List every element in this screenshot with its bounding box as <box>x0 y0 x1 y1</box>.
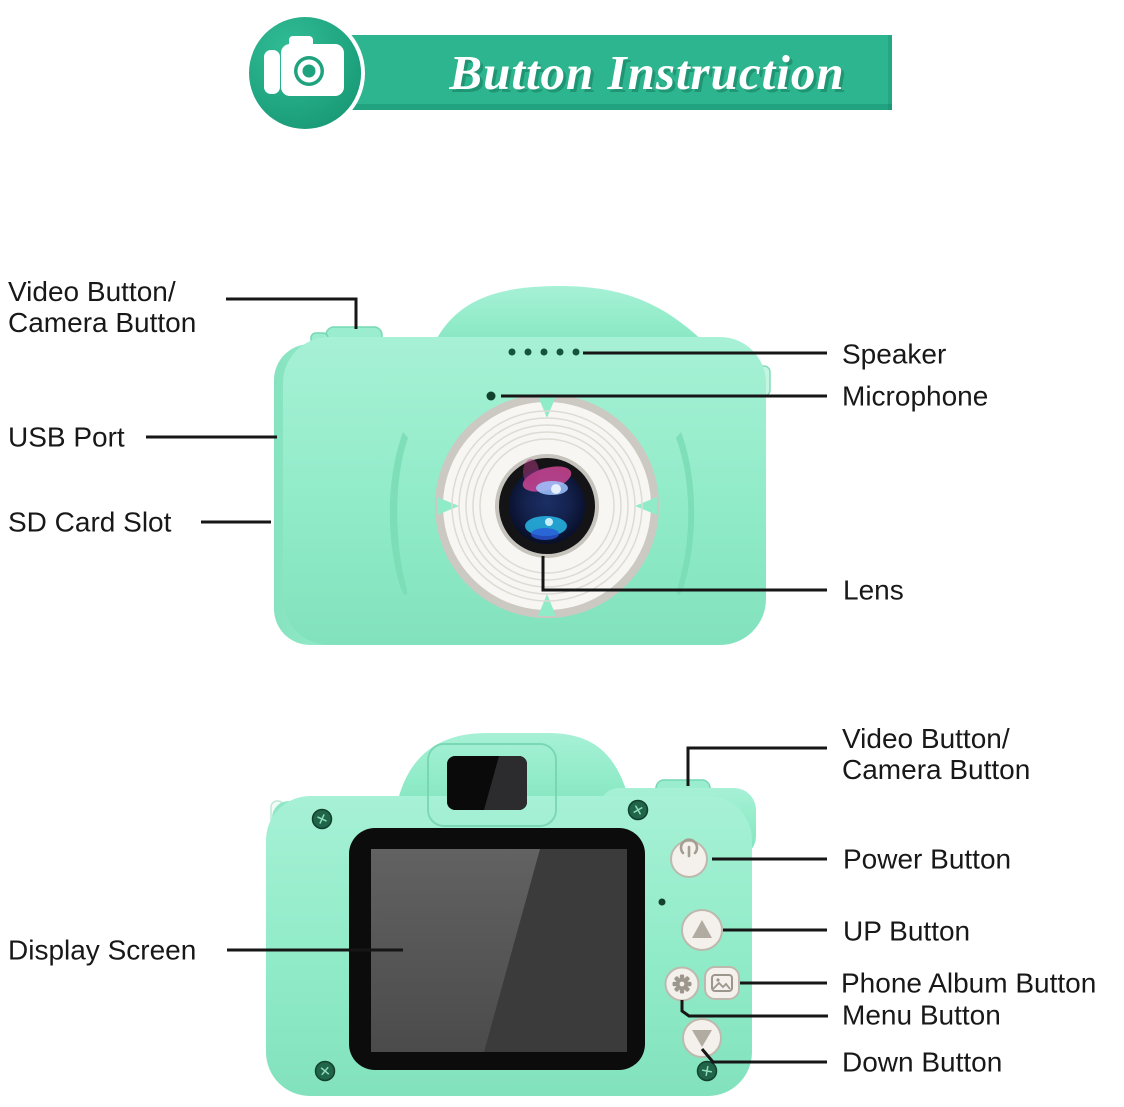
label-microphone: Microphone <box>842 380 989 412</box>
lens-graphic <box>435 394 659 618</box>
label-lens: Lens <box>843 574 904 606</box>
camera-front <box>274 286 771 645</box>
label-speaker: Speaker <box>842 338 947 370</box>
label-power-button: Power Button <box>843 843 1012 875</box>
leader-lines <box>146 297 828 1064</box>
page-title: Button Instruction <box>449 45 845 100</box>
title-banner: Button Instruction <box>340 35 892 110</box>
left-accent-curve <box>389 432 408 595</box>
label-sd-card-slot: SD Card Slot <box>8 506 172 538</box>
label-video-camera-button-front: Video Button/ Camera Button <box>8 276 197 338</box>
label-video-camera-button-back: Video Button/ Camera Button <box>842 723 1031 785</box>
right-accent-curve <box>676 432 695 595</box>
gear-icon <box>672 974 692 994</box>
label-menu-button: Menu Button <box>842 999 1001 1031</box>
photo-album-icon <box>711 974 733 992</box>
display-screen-graphic <box>349 828 645 1070</box>
label-down-button: Down Button <box>842 1046 1003 1078</box>
speaker-dots <box>508 348 580 356</box>
label-display-screen: Display Screen <box>8 934 197 966</box>
viewfinder <box>427 743 557 827</box>
leader-lens <box>541 556 827 592</box>
screws <box>311 799 718 1082</box>
leader-video-front <box>226 297 358 329</box>
album-button-graphic <box>704 966 740 1000</box>
back-buttons <box>664 838 740 1058</box>
camera-back <box>266 733 756 1096</box>
leader-menu <box>680 1000 828 1018</box>
mic-dot-back <box>658 898 666 906</box>
label-up-button: UP Button <box>843 915 971 947</box>
label-usb-port: USB Port <box>8 421 125 453</box>
leader-video-back <box>686 746 827 786</box>
logo-circle <box>249 17 361 129</box>
label-phone-album-button: Phone Album Button <box>841 967 1097 999</box>
leader-down <box>700 1048 827 1064</box>
camera-icon <box>264 36 344 96</box>
microphone-dot <box>486 391 496 401</box>
